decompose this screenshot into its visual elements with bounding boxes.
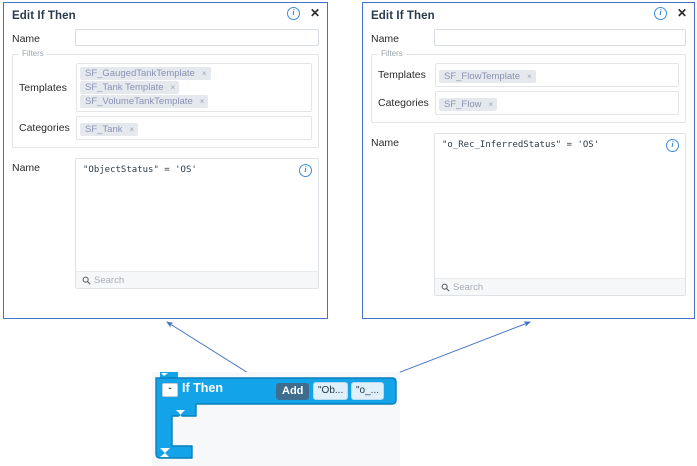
expression-editor[interactable]: "o_Rec_InferredStatus" = 'OS' i Search xyxy=(434,133,686,296)
chip-template[interactable]: SF_VolumeTankTemplate × xyxy=(80,95,209,108)
chip-remove-icon[interactable]: × xyxy=(201,69,207,78)
block-title: If Then xyxy=(182,381,223,395)
close-icon[interactable]: ✕ xyxy=(309,6,320,20)
expression-label: Name xyxy=(12,162,41,174)
search-placeholder: Search xyxy=(94,274,125,286)
edit-if-then-dialog-right: Edit If Then i ✕ Name Filters Templates … xyxy=(362,2,695,319)
chip-label: SF_Flow xyxy=(444,99,482,110)
expression-code[interactable]: "o_Rec_InferredStatus" = 'OS' xyxy=(442,140,600,150)
templates-chip-field[interactable]: SF_FlowTemplate × xyxy=(435,63,679,87)
info-icon[interactable]: i xyxy=(286,7,300,20)
chip-label: SF_FlowTemplate xyxy=(444,71,521,82)
dialog-header-actions: i ✕ xyxy=(286,6,320,20)
chip-template[interactable]: SF_Tank Template × xyxy=(80,81,180,94)
chip-remove-icon[interactable]: × xyxy=(527,72,532,81)
chip-remove-icon[interactable]: × xyxy=(170,83,176,92)
chip-category[interactable]: SF_Flow × xyxy=(439,98,498,111)
close-icon[interactable]: ✕ xyxy=(676,6,687,20)
dialog-header-actions: i ✕ xyxy=(653,6,687,20)
search-icon xyxy=(82,276,91,285)
info-icon[interactable]: i xyxy=(666,139,679,152)
collapse-toggle-button[interactable]: - xyxy=(162,383,178,397)
filters-legend: Filters xyxy=(19,49,47,58)
templates-filter-row: Templates SF_FlowTemplate × xyxy=(378,63,679,87)
chip-remove-icon[interactable]: × xyxy=(129,125,135,134)
categories-label: Categories xyxy=(378,97,429,109)
chip-category[interactable]: SF_Tank × xyxy=(80,123,139,136)
edit-if-then-dialog-left: Edit If Then i ✕ Name Filters Templates … xyxy=(3,2,328,319)
chip-label: SF_Tank xyxy=(85,124,123,135)
chip-label: SF_GaugedTankTemplate xyxy=(85,68,195,79)
chip-label: SF_VolumeTankTemplate xyxy=(85,96,193,107)
name-field-row: Name xyxy=(363,29,694,46)
name-input[interactable] xyxy=(434,29,686,46)
info-icon[interactable]: i xyxy=(653,7,667,20)
filters-legend: Filters xyxy=(378,49,406,58)
argument-badge-1[interactable]: "o_... xyxy=(351,382,385,400)
dialog-header: Edit If Then i ✕ xyxy=(363,3,694,29)
dialog-header: Edit If Then i ✕ xyxy=(4,3,327,29)
categories-chip-field[interactable]: SF_Flow × xyxy=(435,91,679,115)
categories-filter-row: Categories SF_Tank × xyxy=(19,116,312,140)
templates-filter-row: Templates SF_GaugedTankTemplate × SF_Tan… xyxy=(19,63,312,112)
page-title: Edit If Then xyxy=(12,10,76,22)
templates-label: Templates xyxy=(378,69,426,81)
categories-label: Categories xyxy=(19,122,70,134)
editor-search-bar[interactable]: Search xyxy=(76,271,318,288)
categories-filter-row: Categories SF_Flow × xyxy=(378,91,679,115)
search-placeholder: Search xyxy=(453,281,484,293)
expression-editor[interactable]: "ObjectStatus" = 'OS' i Search xyxy=(75,158,319,289)
name-label: Name xyxy=(371,33,400,45)
templates-chip-field[interactable]: SF_GaugedTankTemplate × SF_Tank Template… xyxy=(76,63,312,112)
name-field-row: Name xyxy=(4,29,327,46)
chip-template[interactable]: SF_GaugedTankTemplate × xyxy=(80,67,211,80)
templates-label: Templates xyxy=(19,81,67,94)
block-workspace: - If Then Add "Ob... "o_... xyxy=(152,372,400,466)
filters-fieldset: Filters Templates SF_GaugedTankTemplate … xyxy=(12,49,319,148)
chip-remove-icon[interactable]: × xyxy=(199,97,205,106)
search-icon xyxy=(441,283,450,292)
expression-label: Name xyxy=(371,137,400,149)
argument-badge-0[interactable]: "Ob... xyxy=(313,382,349,400)
expression-editor-row: Name "ObjectStatus" = 'OS' i Search xyxy=(4,158,327,289)
chip-label: SF_Tank Template xyxy=(85,82,164,93)
categories-chip-field[interactable]: SF_Tank × xyxy=(76,116,312,140)
page-title: Edit If Then xyxy=(371,10,435,22)
chip-template[interactable]: SF_FlowTemplate × xyxy=(439,70,536,83)
add-button[interactable]: Add xyxy=(276,383,310,400)
expression-code[interactable]: "ObjectStatus" = 'OS' xyxy=(83,165,197,175)
chip-remove-icon[interactable]: × xyxy=(488,100,494,109)
filters-fieldset: Filters Templates SF_FlowTemplate × Cate… xyxy=(371,49,686,123)
name-label: Name xyxy=(12,33,41,45)
expression-editor-row: Name "o_Rec_InferredStatus" = 'OS' i Sea… xyxy=(363,133,694,296)
editor-search-bar[interactable]: Search xyxy=(435,278,685,295)
name-input[interactable] xyxy=(75,29,319,46)
info-icon[interactable]: i xyxy=(299,164,312,177)
